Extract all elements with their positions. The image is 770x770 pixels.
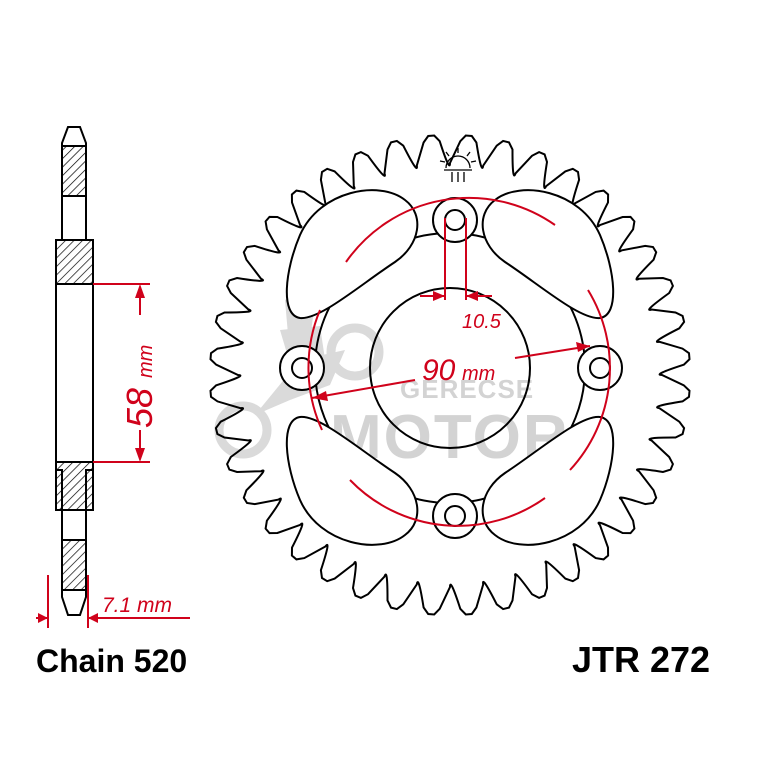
thickness-dimension (36, 575, 190, 628)
part-number: JTR 272 (572, 639, 710, 680)
chain-label: Chain 520 (36, 643, 187, 679)
bolt-hole-value: 10.5 (462, 311, 502, 333)
lightening-hole-top-right (481, 189, 615, 320)
bolt-hole-bottom (444, 505, 466, 527)
bolt-hole-right (589, 357, 611, 379)
offset-dimension (93, 283, 150, 463)
bolt-hole-dimension (420, 218, 492, 301)
side-profile-hatch-hub-top (55, 239, 94, 285)
sprocket-side-profile (55, 126, 94, 616)
bolt-circle-unit: mm (462, 363, 495, 385)
watermark-line1: GERECSE (400, 374, 534, 404)
sprocket-tooth-profile (209, 134, 691, 616)
bolt-circle-value: 90 (422, 354, 456, 387)
lightening-hole-bottom-right (481, 415, 615, 546)
offset-dimension-value: 58 (119, 388, 160, 428)
thickness-dimension-value: 7.1 mm (102, 594, 172, 617)
offset-dimension-unit: mm (135, 345, 157, 378)
center-bore (369, 287, 531, 449)
bolt-hole-left (291, 357, 313, 379)
bolt-circle-arcs (307, 196, 611, 527)
bolt-circle-dimension (311, 342, 591, 401)
sprocket-front-view: 90 mm 10.5 (209, 134, 691, 616)
bolt-holes (279, 197, 623, 539)
side-profile-hatch-hub-bottom (55, 461, 94, 511)
side-profile-hatch-top (61, 145, 87, 197)
lightening-holes (285, 189, 615, 546)
jt-sun-logo-icon (439, 148, 477, 182)
side-profile-hatch-bottom (61, 539, 87, 591)
bolt-hole-top (444, 209, 466, 231)
